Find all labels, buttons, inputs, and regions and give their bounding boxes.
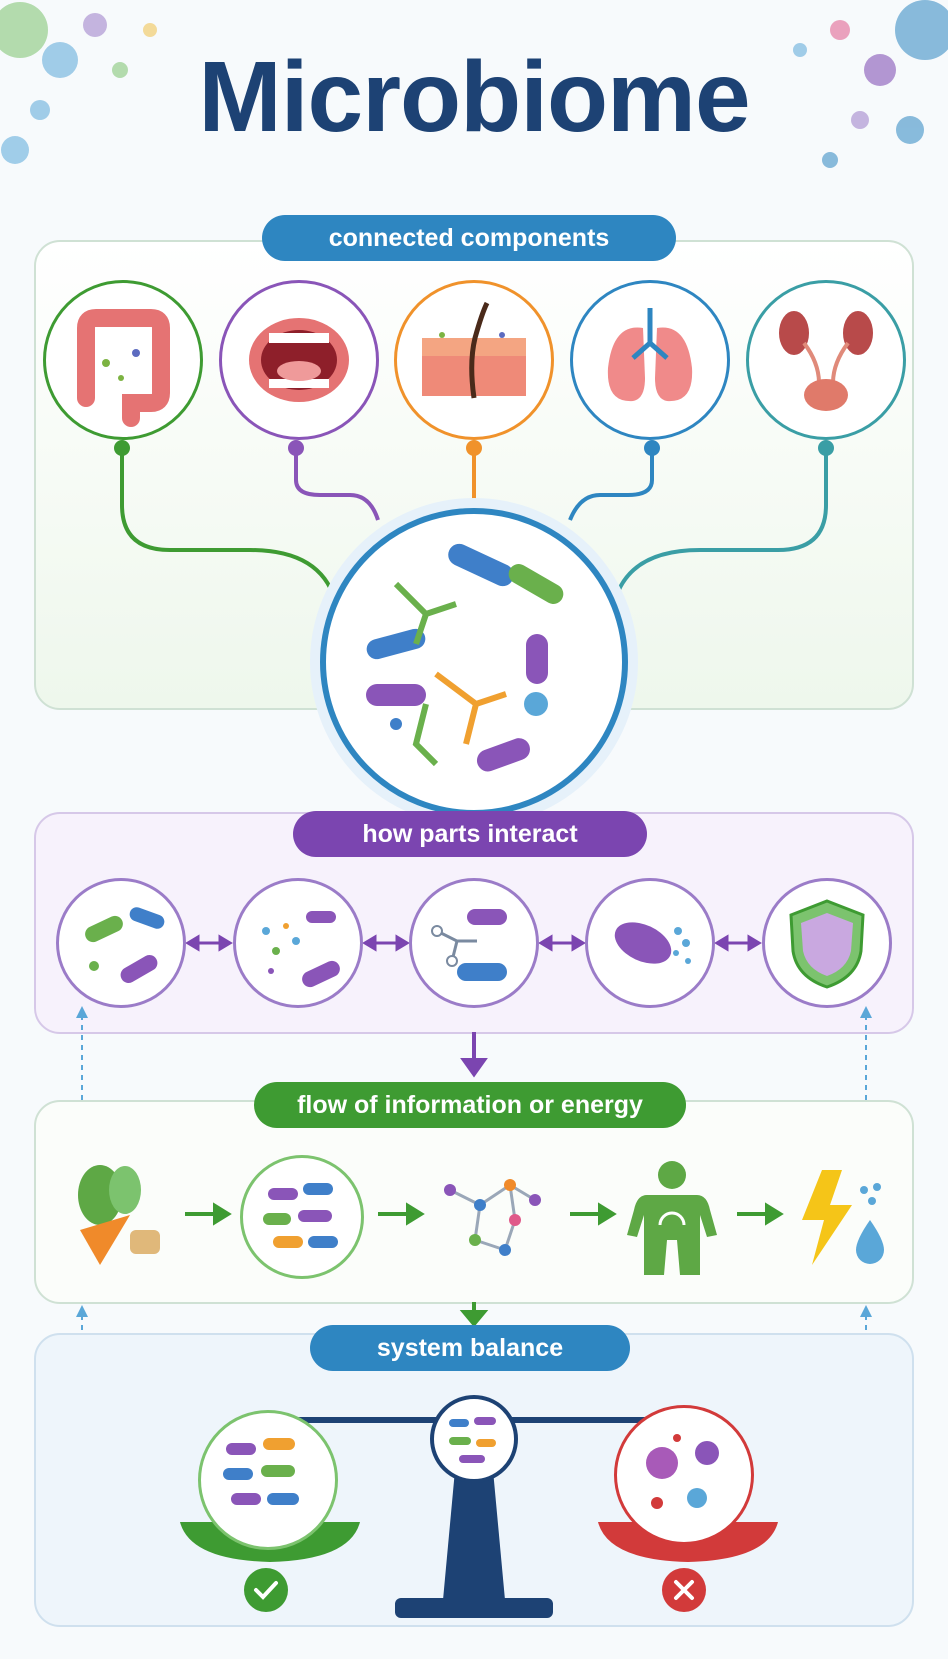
section-label-balance: system balance	[310, 1325, 630, 1371]
flow-step-body[interactable]	[622, 1155, 722, 1280]
pathogen-icon	[646, 1434, 719, 1509]
balanced-microbiome[interactable]	[198, 1410, 338, 1550]
vegetables-icon	[78, 1165, 160, 1265]
page-title: Microbiome	[198, 41, 750, 153]
interact-step-5[interactable]	[762, 878, 892, 1008]
energy-water-icon	[802, 1170, 884, 1265]
section-label-components: connected components	[262, 215, 676, 261]
check-icon	[244, 1568, 288, 1612]
mouth-icon	[249, 318, 349, 402]
metabolite-network-icon	[444, 1179, 541, 1256]
microbes-icon	[85, 907, 165, 983]
component-lungs[interactable]	[570, 280, 730, 440]
component-mouth[interactable]	[219, 280, 379, 440]
molecule-network-icon	[431, 909, 507, 981]
cross-icon	[662, 1568, 706, 1612]
interact-step-3[interactable]	[409, 878, 539, 1008]
pathogen-icon	[614, 922, 691, 964]
flow-step-food[interactable]	[60, 1155, 170, 1275]
interact-step-2[interactable]	[233, 878, 363, 1008]
section-label-flow: flow of information or energy	[254, 1082, 686, 1128]
intestine-icon	[77, 309, 170, 427]
imbalanced-microbiome[interactable]	[614, 1405, 754, 1545]
section-label-interact: how parts interact	[293, 811, 647, 857]
kidney-icon	[779, 311, 873, 411]
microbe-community-icon	[263, 1183, 338, 1248]
human-body-icon	[627, 1161, 717, 1275]
component-skin[interactable]	[394, 280, 554, 440]
flow-step-energy[interactable]	[792, 1165, 892, 1275]
flow-step-microbes[interactable]	[240, 1155, 364, 1279]
neutral-microbiome[interactable]	[430, 1395, 518, 1483]
shield-icon	[789, 899, 865, 989]
dispersed-microbes-icon	[262, 911, 340, 988]
component-gut[interactable]	[43, 280, 203, 440]
microbes-icon	[366, 543, 564, 772]
lungs-icon	[607, 308, 693, 402]
interact-step-4[interactable]	[585, 878, 715, 1008]
skin-icon	[422, 301, 526, 399]
interact-step-1[interactable]	[56, 878, 186, 1008]
component-urinary[interactable]	[746, 280, 906, 440]
flow-step-metabolites[interactable]	[430, 1160, 550, 1270]
microbe-community-icon	[223, 1438, 299, 1505]
microbes-icon	[449, 1417, 496, 1463]
